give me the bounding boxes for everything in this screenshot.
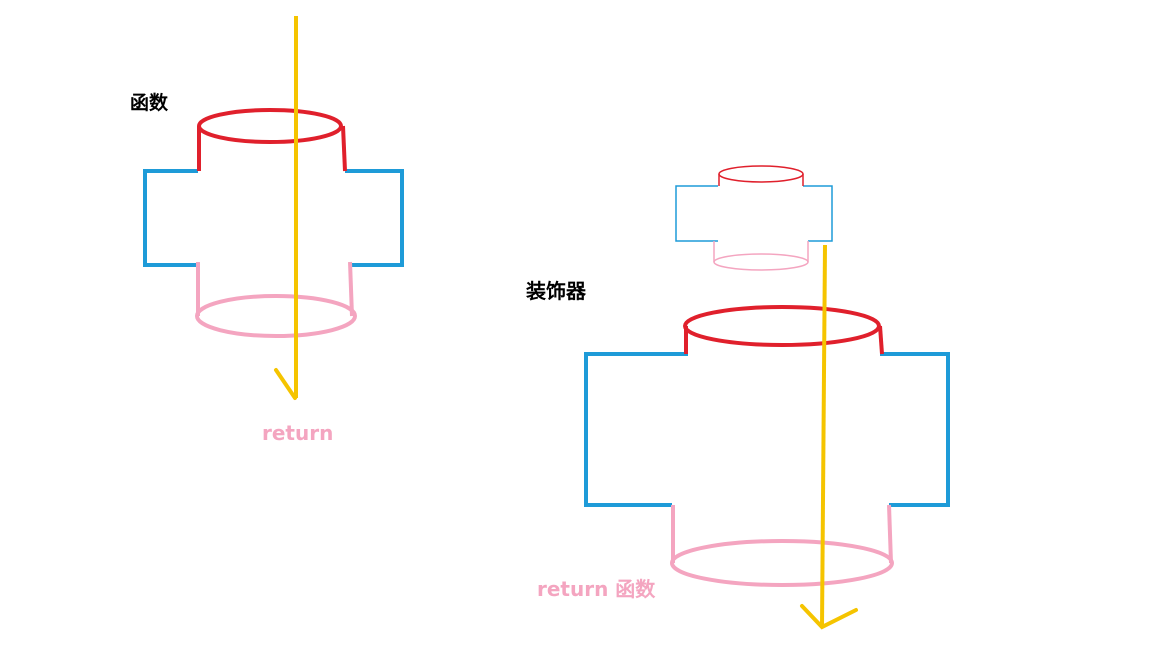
function-top-right-wall — [341, 125, 347, 172]
function-top-ellipse — [197, 108, 343, 144]
decorator-bottom-right-wall — [887, 504, 893, 564]
decorator-top-ellipse — [683, 305, 881, 347]
function-label: 函数 — [130, 92, 169, 114]
function-bottom-right-wall — [348, 261, 354, 317]
function-bottom-ellipse — [195, 294, 357, 338]
return-label-right: return 函数 — [537, 577, 656, 601]
function-flow-arrow-head — [274, 368, 297, 400]
inner-left-arm — [675, 185, 718, 242]
inner-top-ellipse — [718, 165, 804, 183]
function-left-arm — [143, 169, 198, 267]
decorator-flow-arrow-shaft — [820, 244, 827, 628]
function-right-arm — [345, 169, 404, 267]
decorator-inner-figure — [675, 165, 833, 271]
function-figure — [143, 16, 404, 400]
decorator-top-right-wall — [878, 325, 884, 355]
decorator-figure — [584, 244, 950, 630]
decorator-label: 装饰器 — [526, 279, 586, 303]
return-label-left: return — [262, 421, 334, 445]
inner-right-arm — [803, 185, 833, 242]
decorator-flow-arrow-head — [800, 604, 858, 630]
inner-bottom-ellipse — [713, 253, 809, 271]
decorator-right-arm — [880, 352, 950, 507]
decorator-left-arm — [584, 352, 688, 507]
decorator-bottom-ellipse — [670, 539, 894, 587]
